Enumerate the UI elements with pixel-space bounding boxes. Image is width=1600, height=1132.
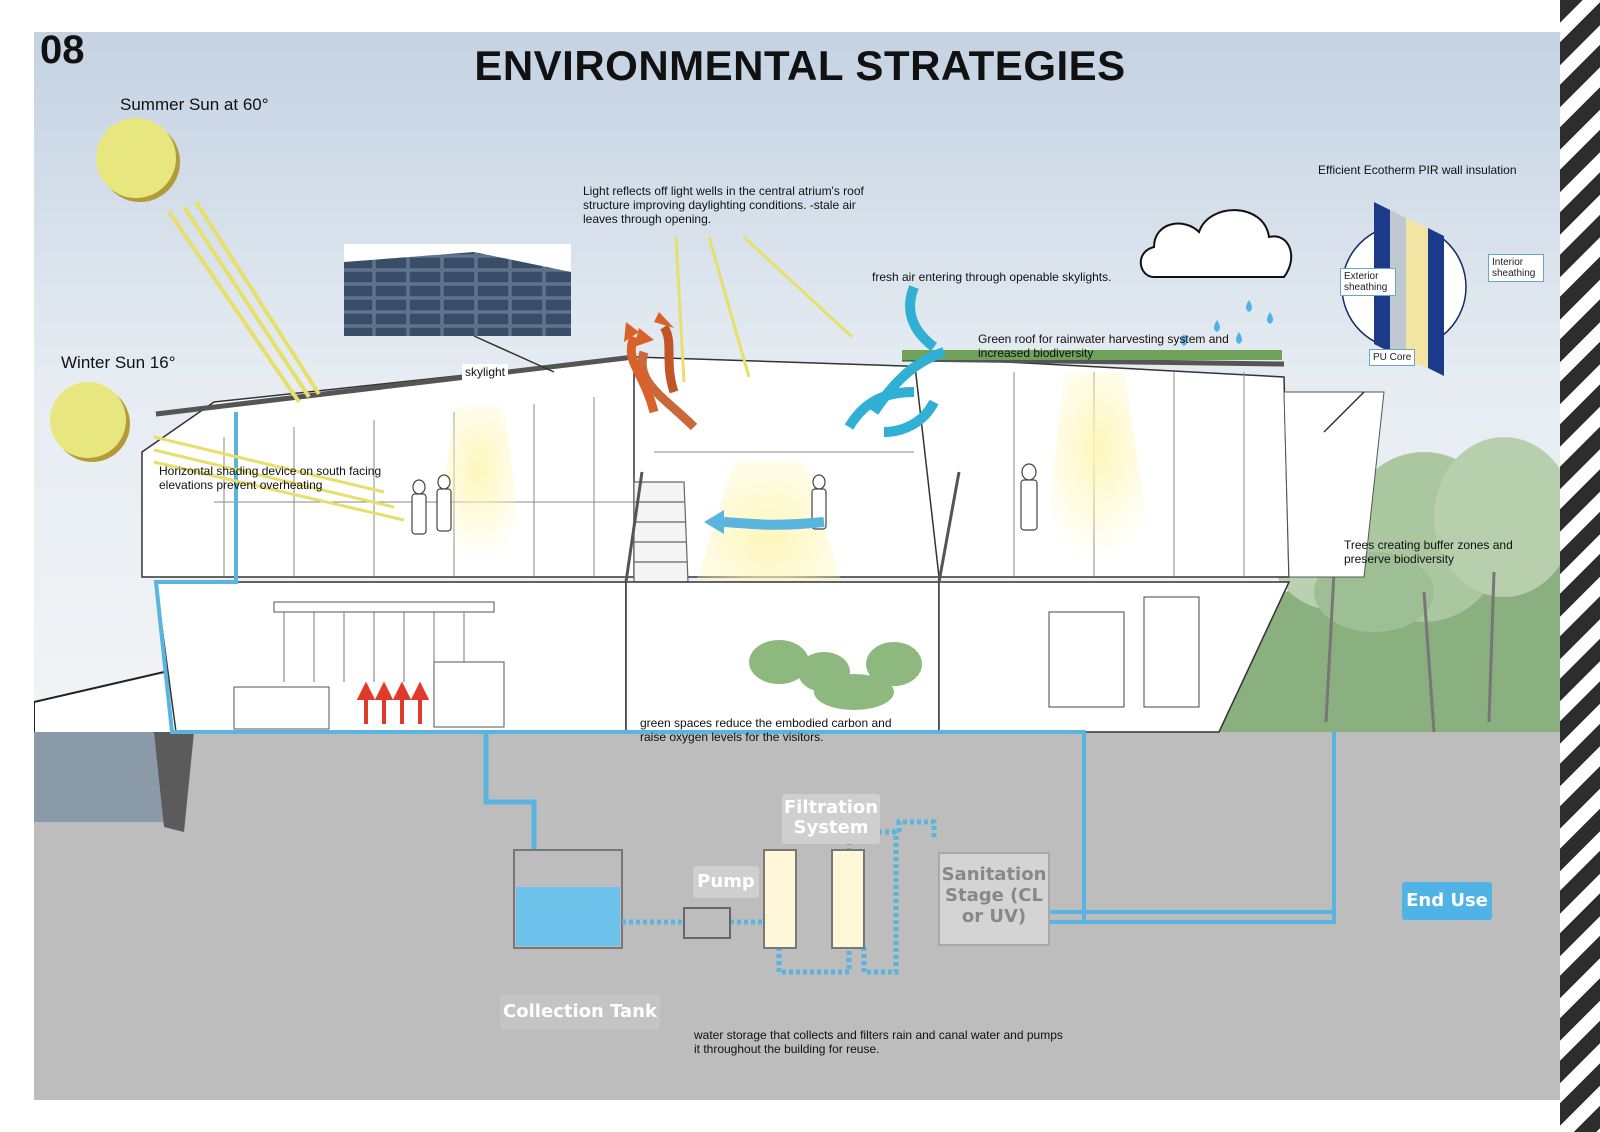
summer-sun-label: Summer Sun at 60° [120, 95, 269, 114]
summer-sun [96, 118, 180, 202]
decorative-stripes [1560, 0, 1600, 1132]
horizontal-shading-label: Horizontal shading device on south facin… [159, 464, 382, 492]
pu-core-label: PU Core [1369, 349, 1416, 366]
collection-tank-label: Collection Tank [500, 995, 660, 1029]
atrium-shrubs [749, 640, 922, 710]
cloud-icon [1139, 209, 1293, 278]
skylight-label: skylight [462, 364, 509, 380]
interior-sheathing-label: Interior sheathing [1488, 254, 1544, 282]
heat-arrows [356, 681, 430, 724]
exterior-sheathing-label: Exterior sheathing [1340, 268, 1396, 296]
filtration-system-label: Filtration System [782, 794, 880, 844]
winter-sun [50, 382, 130, 462]
winter-sun-rays [153, 435, 405, 522]
page-title: ENVIRONMENTAL STRATEGIES [474, 42, 1126, 89]
green-roof-label: Green roof for rainwater harvesting syst… [978, 332, 1229, 360]
ground [34, 732, 1564, 1100]
light-reflects-label: Light reflects off light wells in the ce… [583, 184, 864, 226]
trees-label: Trees creating buffer zones and preserve… [1344, 538, 1513, 566]
skylight-photo [344, 244, 571, 373]
filter-2 [831, 849, 865, 949]
section-drawing [34, 32, 1564, 1100]
rain-drops [1181, 300, 1273, 346]
fresh-air-arrows [844, 285, 946, 437]
stale-air-arrows [626, 324, 698, 431]
cross-vent-arrow [723, 517, 825, 530]
pump-label: Pump [693, 866, 759, 898]
atrium-light-rays [674, 235, 854, 383]
winter-sun-label: Winter Sun 16° [61, 353, 176, 372]
summer-sun-rays [167, 200, 321, 404]
sanitation-stage-label: Sanitation Stage (CL or UV) [938, 852, 1050, 946]
insulation-label: Efficient Ecotherm PIR wall insulation [1318, 163, 1517, 177]
section-diagram [34, 32, 1564, 1100]
page-number: 08 [40, 28, 85, 72]
end-use-label: End Use [1402, 882, 1492, 920]
building-lower [155, 581, 1291, 733]
green-spaces-label: green spaces reduce the embodied carbon … [640, 716, 892, 744]
fresh-air-label: fresh air entering through openable skyl… [872, 270, 1112, 284]
filter-1 [763, 849, 797, 949]
water-storage-label: water storage that collects and filters … [694, 1028, 1063, 1056]
pump-unit [683, 907, 731, 939]
canal-water [34, 732, 184, 822]
